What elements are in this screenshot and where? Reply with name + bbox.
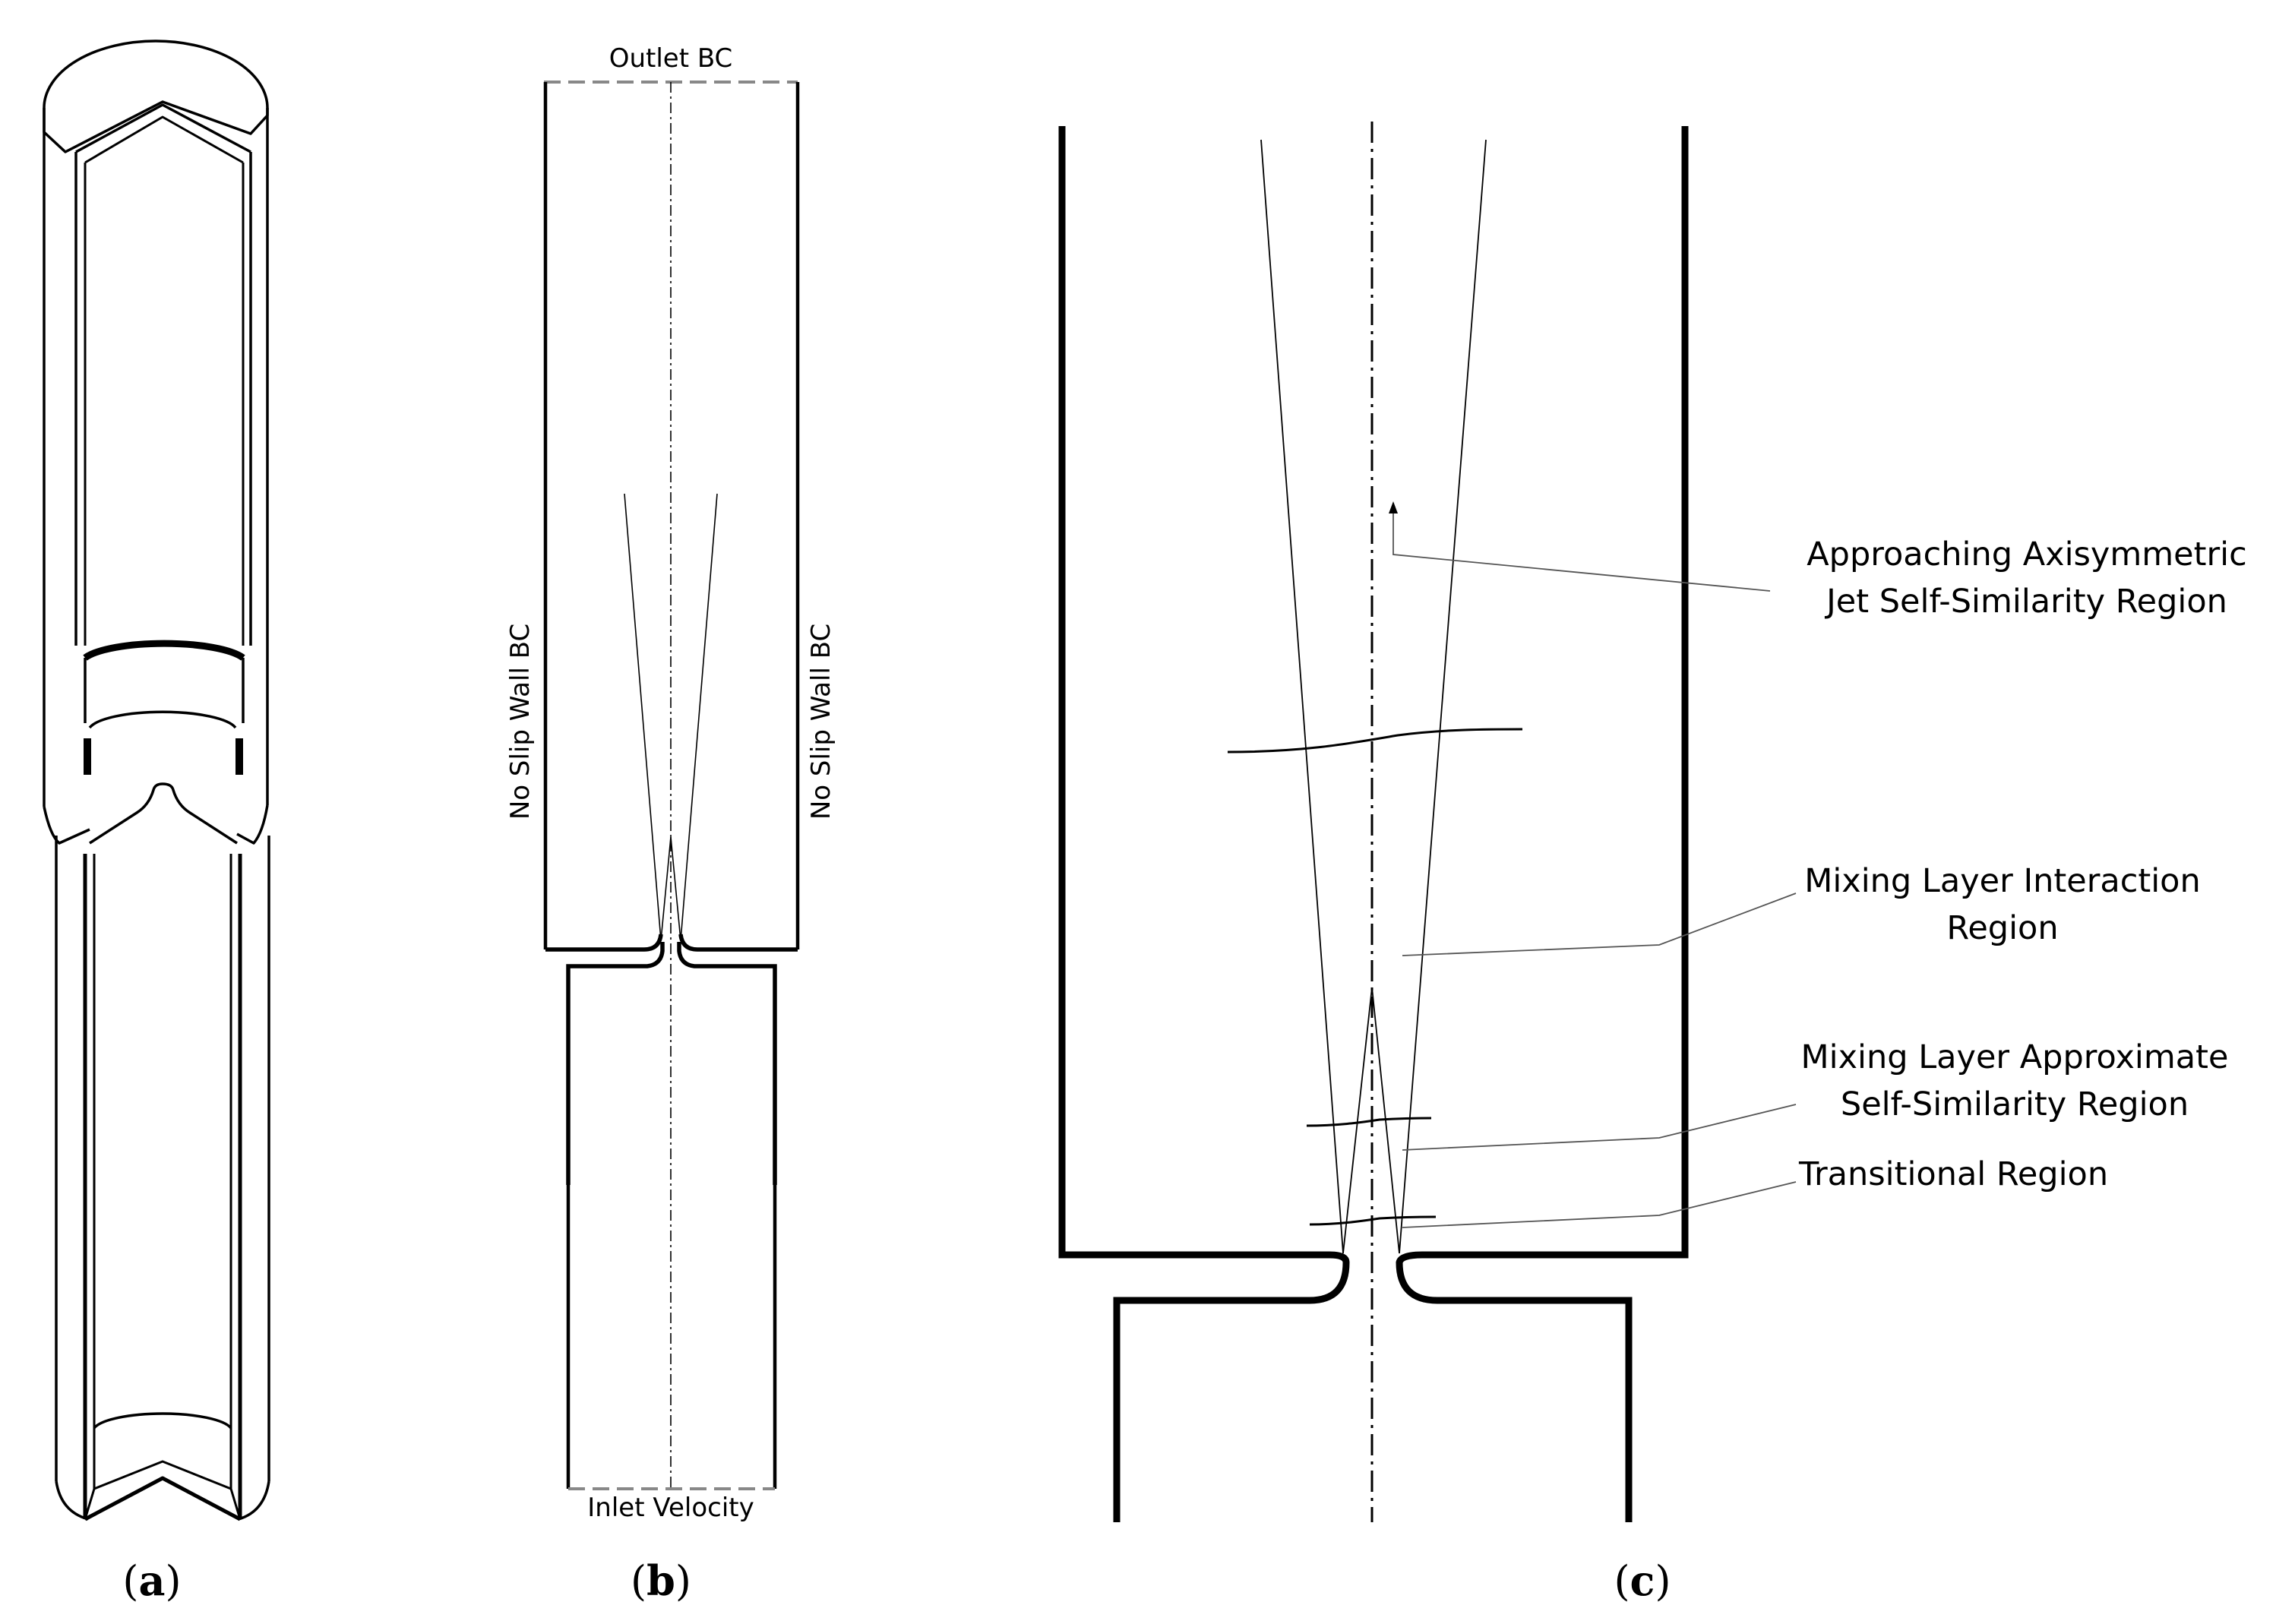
break-line-lower — [1309, 1215, 1437, 1226]
upper-chamber-outline — [1058, 126, 1350, 1522]
upper-chamber-outline-right — [1396, 126, 1689, 1522]
label-mixing-line1: Mixing Layer Approximate — [1801, 1038, 2229, 1076]
collar-left — [84, 738, 91, 775]
panel-c-caption: (c) — [1614, 1556, 1671, 1605]
jet-spread-right — [1399, 139, 1487, 1254]
label-mixing-line2: Self-Similarity Region — [1841, 1085, 2189, 1123]
panel-b-core-right — [670, 836, 681, 941]
lower-tube-bottom-chevron — [84, 1476, 242, 1521]
panel-b-caption: (b) — [631, 1556, 691, 1605]
panel-b-domain-drawing — [543, 81, 800, 1490]
nozzle-plate-top — [83, 640, 245, 661]
lower-tube-bottom-round-r — [238, 1480, 270, 1521]
potential-core-left — [1342, 987, 1373, 1254]
inlet-label: Inlet Velocity — [587, 1493, 754, 1523]
leader-interaction — [1402, 893, 1797, 956]
pipe-top-cut-face — [43, 39, 269, 153]
left-wall-label: No Slip Wall BC — [505, 624, 536, 820]
label-transitional: Transitional Region — [1798, 1155, 2108, 1193]
inner-chevron-top-2 — [84, 115, 244, 164]
panel-c-regions-drawing — [1058, 122, 1797, 1522]
upper-section-bottom — [43, 806, 90, 845]
panel-a-cutaway-drawing — [43, 39, 270, 1521]
lower-tube-bottom-left-close — [84, 1488, 96, 1520]
break-line-upper — [1227, 728, 1523, 754]
panel-a-caption: (a) — [122, 1556, 181, 1605]
label-self-similarity-line2: Jet Self-Similarity Region — [1824, 583, 2227, 621]
lower-tube-bottom-chevron-2 — [93, 1460, 232, 1490]
upper-section-bottom-right — [236, 804, 269, 845]
lower-pipe-top-left — [566, 942, 665, 1185]
self-similarity-arrow — [1392, 509, 1771, 592]
break-line-middle — [1306, 1117, 1432, 1127]
label-interaction-line2: Region — [1946, 909, 2058, 947]
leader-transitional — [1402, 1181, 1797, 1228]
lower-tube-bottom-arc — [93, 1412, 232, 1430]
panel-b-core-left — [660, 836, 672, 941]
lower-pipe-top-right — [677, 942, 777, 1185]
label-self-similarity-line1: Approaching Axisymmetric — [1807, 536, 2246, 573]
self-similarity-arrowhead — [1389, 501, 1398, 513]
label-interaction-line1: Mixing Layer Interaction — [1804, 862, 2201, 900]
panel-b-jet-outer-left — [624, 493, 662, 941]
collar-right — [236, 738, 243, 775]
right-wall-label: No Slip Wall BC — [806, 624, 836, 820]
panel-b-jet-outer-right — [680, 493, 718, 941]
outlet-label: Outlet BC — [609, 43, 733, 74]
nozzle-plate-lower — [88, 710, 237, 729]
upper-chamber-floor-left — [545, 934, 663, 952]
orifice-bump — [89, 782, 238, 845]
upper-chamber-floor-right — [678, 934, 798, 952]
leader-mixing — [1402, 1104, 1797, 1151]
inner-chevron-top — [75, 103, 251, 153]
jet-spread-left — [1260, 139, 1344, 1254]
lower-tube-bottom-right-close — [229, 1488, 242, 1520]
